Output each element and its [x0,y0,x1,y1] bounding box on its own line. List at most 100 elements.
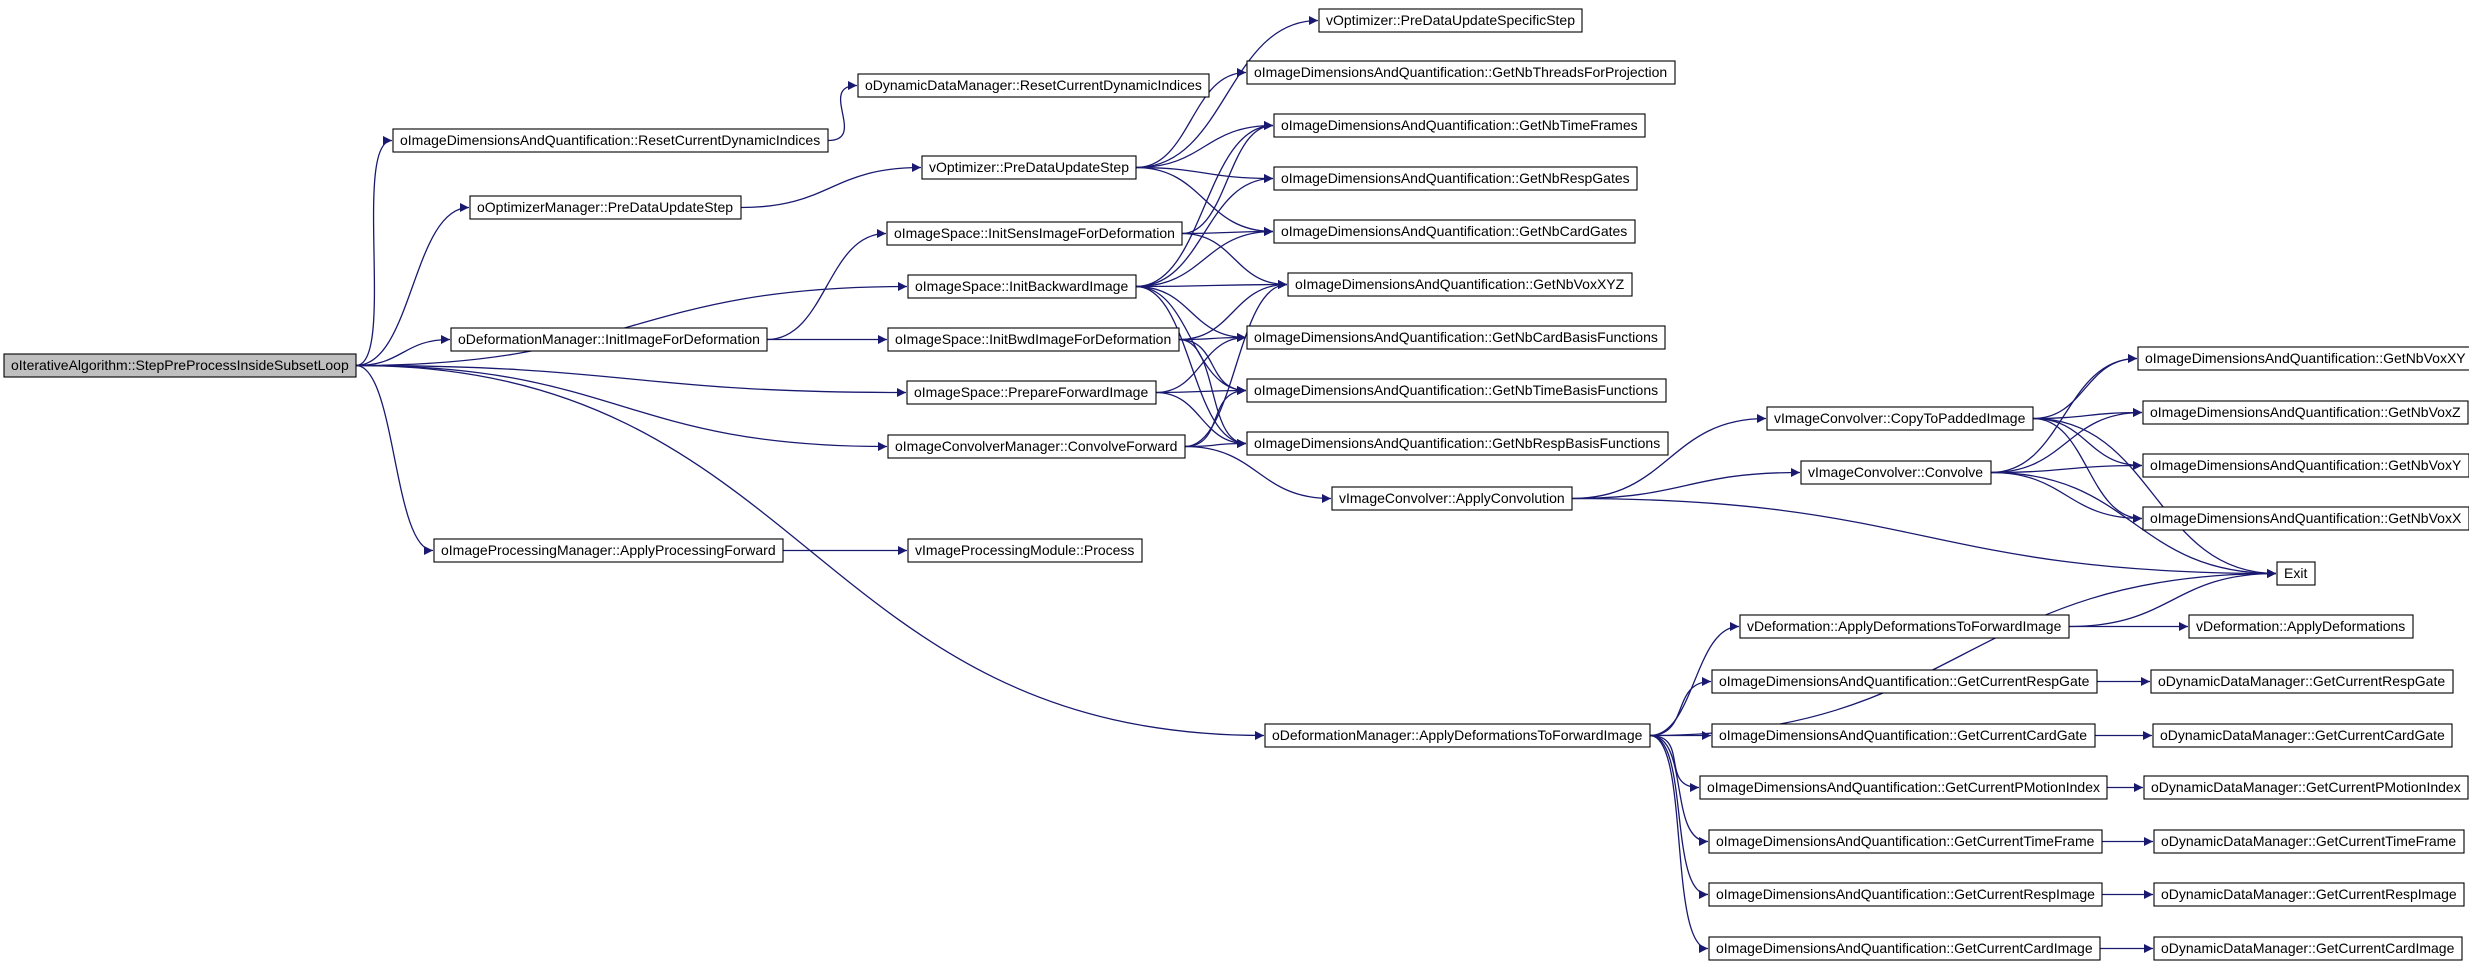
function-node[interactable]: oImageDimensionsAndQuantification::GetCu… [1711,669,2098,694]
call-edge [1178,333,1247,343]
function-node[interactable]: oImageDimensionsAndQuantification::GetNb… [1246,378,1667,403]
call-edge [2032,417,2143,523]
call-edge [355,203,470,367]
call-edge [1135,166,1274,183]
node-label: oImageDimensionsAndQuantification::GetCu… [1707,779,2100,795]
function-node[interactable]: oImageDimensionsAndQuantification::GetNb… [1246,431,1669,456]
function-node[interactable]: oImageDimensionsAndQuantification::GetNb… [2137,346,2469,371]
function-node[interactable]: oImageDimensionsAndQuantification::GetNb… [1273,219,1636,244]
node-box [1331,486,1573,511]
function-node[interactable]: oImageDimensionsAndQuantification::GetNb… [2142,453,2469,478]
function-node[interactable]: oImageDimensionsAndQuantification::GetNb… [1273,113,1646,138]
call-edge [355,335,451,367]
node-label: vImageProcessingModule::Process [915,542,1134,558]
function-node[interactable]: oImageDimensionsAndQuantification::GetNb… [1246,60,1676,85]
function-node[interactable]: oDynamicDataManager::GetCurrentPMotionIn… [2143,775,2469,800]
function-node[interactable]: vImageConvolver::CopyToPaddedImage [1766,406,2034,431]
function-node[interactable]: oDynamicDataManager::GetCurrentCardGate [2152,723,2453,748]
call-edge [2032,408,2143,420]
function-node[interactable]: oImageSpace::PrepareForwardImage [906,380,1157,405]
node-box [1246,431,1669,456]
node-box [469,195,742,220]
node-box [1800,460,1992,485]
call-edge [1649,569,2277,737]
node-label: oImageDimensionsAndQuantification::GetNb… [1254,382,1658,398]
function-node[interactable]: vOptimizer::PreDataUpdateSpecificStep [1318,8,1583,33]
call-edge [1649,622,1740,737]
function-node[interactable]: vDeformation::ApplyDeformationsToForward… [1739,614,2070,639]
node-box [2276,561,2316,586]
function-node[interactable]: oDynamicDataManager::GetCurrentRespImage [2153,882,2465,907]
function-node[interactable]: oImageDimensionsAndQuantification::GetCu… [1711,723,2096,748]
function-node[interactable]: oDynamicDataManager::ResetCurrentDynamic… [857,73,1210,98]
function-node[interactable]: oImageConvolverManager::ConvolveForward [887,434,1186,459]
node-label: vImageConvolver::CopyToPaddedImage [1774,410,2026,426]
call-edge [1178,338,1247,395]
function-node[interactable]: oDynamicDataManager::GetCurrentCardImage [2153,936,2463,961]
function-node[interactable]: oDeformationManager::ApplyDeformationsTo… [1264,723,1651,748]
node-label: oImageDimensionsAndQuantification::GetNb… [1281,170,1630,186]
function-node[interactable]: oImageDimensionsAndQuantification::GetNb… [1246,325,1666,350]
function-node[interactable]: oImageDimensionsAndQuantification::GetCu… [1708,936,2101,961]
call-edge [1178,280,1288,341]
function-node[interactable]: vImageConvolver::Convolve [1800,460,1992,485]
node-box [887,434,1186,459]
root-function-node[interactable]: oIterativeAlgorithm::StepPreProcessInsid… [3,353,357,378]
node-label: oDeformationManager::ApplyDeformationsTo… [1272,727,1643,743]
node-box [1699,775,2108,800]
function-node[interactable]: oImageDimensionsAndQuantification::GetNb… [1287,272,1633,297]
function-node[interactable]: vOptimizer::PreDataUpdateStep [921,155,1137,180]
function-node[interactable]: oImageDimensionsAndQuantification::GetNb… [2142,400,2469,425]
call-edge [355,364,434,555]
call-edge [827,81,858,142]
node-box [2153,829,2465,854]
node-box [1708,936,2101,961]
call-edge [1135,174,1274,288]
function-node[interactable]: oImageSpace::InitSensImageForDeformation [886,221,1183,246]
node-box [1766,406,2034,431]
node-label: oImageDimensionsAndQuantification::GetCu… [1719,727,2087,743]
node-label: oDynamicDataManager::GetCurrentTimeFrame [2161,833,2456,849]
node-label: oImageDimensionsAndQuantification::GetNb… [2150,457,2462,473]
node-label: oDynamicDataManager::GetCurrentCardGate [2160,727,2445,743]
function-node[interactable]: oImageDimensionsAndQuantification::GetCu… [1699,775,2108,800]
node-label: oImageSpace::InitBwdImageForDeformation [895,331,1171,347]
call-edge [1571,497,2277,578]
function-node[interactable]: oDeformationManager::InitImageForDeforma… [450,327,768,352]
function-node[interactable]: oImageDimensionsAndQuantification::GetCu… [1708,882,2103,907]
call-edge [1135,121,1274,288]
call-edge [1155,391,1247,448]
function-node[interactable]: vImageConvolver::ApplyConvolution [1331,486,1573,511]
node-label: oIterativeAlgorithm::StepPreProcessInsid… [11,357,349,373]
function-node[interactable]: oDynamicDataManager::GetCurrentRespGate [2150,669,2454,694]
node-label: oImageDimensionsAndQuantification::Reset… [400,132,820,148]
function-node[interactable]: oImageSpace::InitBackwardImage [907,274,1137,299]
node-box [3,353,357,378]
call-edge [1184,280,1288,448]
function-node[interactable]: oOptimizerManager::PreDataUpdateStep [469,195,742,220]
function-node[interactable]: oImageSpace::InitBwdImageForDeformation [887,327,1180,352]
function-node[interactable]: oDynamicDataManager::GetCurrentTimeFrame [2153,829,2465,854]
node-box [392,128,829,153]
function-node[interactable]: oImageDimensionsAndQuantification::GetCu… [1708,829,2103,854]
function-node[interactable]: oImageDimensionsAndQuantification::Reset… [392,128,829,153]
node-box [2143,775,2469,800]
function-node[interactable]: vImageProcessingModule::Process [907,538,1143,563]
node-label: oOptimizerManager::PreDataUpdateStep [477,199,733,215]
function-node[interactable]: oImageDimensionsAndQuantification::GetNb… [2142,506,2469,531]
node-box [2150,669,2454,694]
node-box [1318,8,1583,33]
call-edge [2032,354,2138,420]
function-node[interactable]: oImageDimensionsAndQuantification::GetNb… [1273,166,1638,191]
node-box [1246,60,1676,85]
call-edge [1135,16,1319,169]
function-node[interactable]: oImageProcessingManager::ApplyProcessing… [433,538,784,563]
call-edge [1135,285,1247,448]
node-box [1273,166,1638,191]
function-node[interactable]: Exit [2276,561,2316,586]
function-node[interactable]: vDeformation::ApplyDeformations [2188,614,2414,639]
node-box [1246,325,1666,350]
node-label: oImageSpace::InitBackwardImage [915,278,1128,294]
call-edge [1184,386,1247,448]
